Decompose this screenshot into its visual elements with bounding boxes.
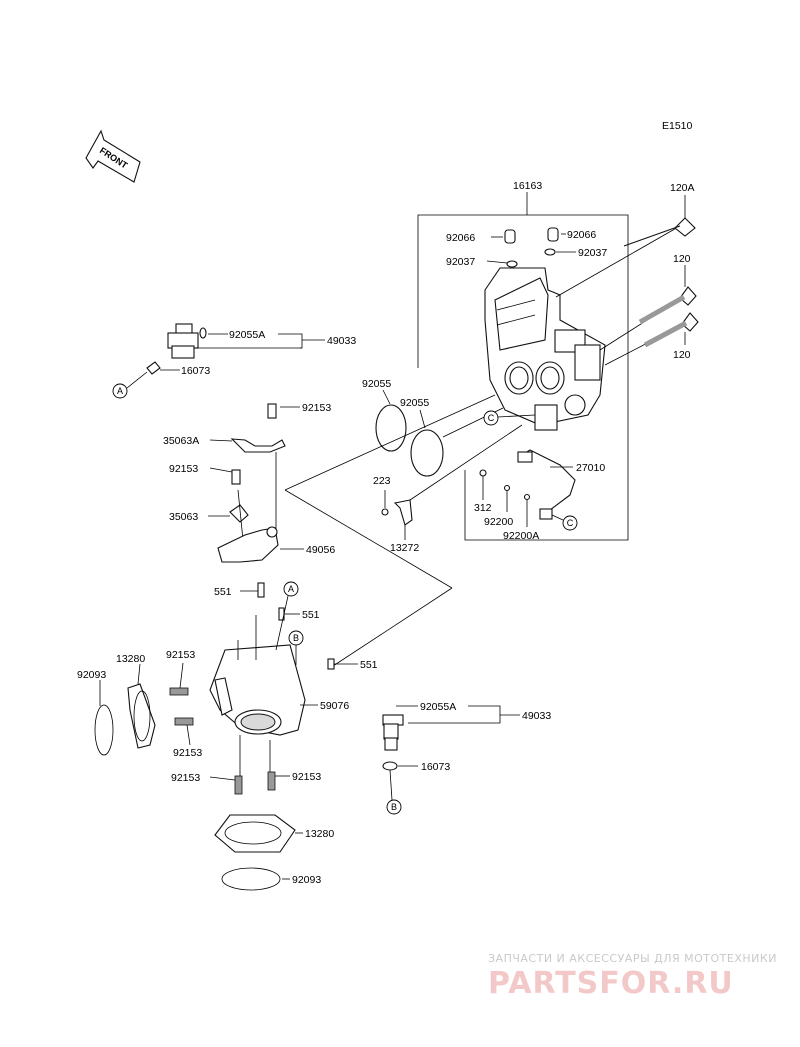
part-92153-f-label: 92153 xyxy=(292,771,321,783)
injector-bottom-icon xyxy=(382,714,404,771)
pin-551-c-icon xyxy=(327,658,335,670)
part-551-b-label: 551 xyxy=(302,609,320,621)
clip-13272-icon xyxy=(381,499,413,526)
part-551-a-label: 551 xyxy=(214,586,232,598)
cap-92066-left-icon xyxy=(504,229,516,244)
injector-top-icon xyxy=(146,323,207,375)
part-16163-label: 16163 xyxy=(513,180,542,192)
part-92055-inner-label: 92055 xyxy=(400,397,429,409)
part-92055A-bottom-label: 92055A xyxy=(420,701,456,713)
part-49033-bottom-label: 49033 xyxy=(522,710,551,722)
cap-92066-right-icon xyxy=(547,227,559,242)
part-16073-bottom-label: 16073 xyxy=(421,761,450,773)
ref-marker-A-left: A xyxy=(112,383,128,399)
part-13280-bottom-label: 13280 xyxy=(305,828,334,840)
part-92066-right-label: 92066 xyxy=(567,229,596,241)
part-92153-d-label: 92153 xyxy=(173,747,202,759)
part-223-label: 223 xyxy=(373,475,391,487)
oring-92055-outer-icon xyxy=(375,404,407,452)
part-27010-label: 27010 xyxy=(576,462,605,474)
part-551-c-label: 551 xyxy=(360,659,378,671)
part-92055-outer-label: 92055 xyxy=(362,378,391,390)
throttle-body-icon xyxy=(484,267,606,431)
bolt-120-top-icon xyxy=(599,286,697,351)
pipe-49056-icon xyxy=(217,526,279,563)
bolt-120-bottom-icon xyxy=(604,312,699,366)
svg-text:A: A xyxy=(117,386,123,396)
part-92200-label: 92200 xyxy=(484,516,513,528)
part-120-top-label: 120 xyxy=(673,253,691,265)
svg-text:B: B xyxy=(293,633,299,643)
ring-92093-left-icon xyxy=(94,704,114,756)
part-92055A-top-label: 92055A xyxy=(229,329,265,341)
ref-marker-A-mid: A xyxy=(283,581,299,597)
part-13272-label: 13272 xyxy=(390,542,419,554)
ref-marker-B-bottom: B xyxy=(386,799,402,815)
oring-92037-left-icon xyxy=(506,260,518,268)
ref-marker-C-mid: C xyxy=(483,410,499,426)
part-92037-right-label: 92037 xyxy=(578,247,607,259)
bracket-35063A-icon xyxy=(230,403,286,453)
part-16073-top-label: 16073 xyxy=(181,365,210,377)
part-49033-top-label: 49033 xyxy=(327,335,356,347)
svg-text:C: C xyxy=(488,413,495,423)
ring-92093-bottom-icon xyxy=(221,867,281,891)
screw-92153-d-icon xyxy=(174,717,194,726)
screw-92153-e-icon xyxy=(234,775,243,795)
part-92093-bottom-label: 92093 xyxy=(292,874,321,886)
svg-text:C: C xyxy=(567,518,574,528)
gasket-13280-left-icon xyxy=(127,683,156,749)
part-59076-label: 59076 xyxy=(320,700,349,712)
part-35063-label: 35063 xyxy=(169,511,198,523)
part-92153-a-label: 92153 xyxy=(302,402,331,414)
ref-marker-B-mid: B xyxy=(288,630,304,646)
watermark-logo: PARTSFOR.RU xyxy=(488,966,734,1001)
part-92037-left-label: 92037 xyxy=(446,256,475,268)
front-arrow-icon: FRONT xyxy=(85,129,141,183)
watermark-tagline: ЗАПЧАСТИ И АКСЕССУАРЫ ДЛЯ МОТОТЕХНИКИ xyxy=(488,952,777,965)
oring-92055-inner-icon xyxy=(410,429,444,477)
part-92153-c-label: 92153 xyxy=(166,649,195,661)
part-312-label: 312 xyxy=(474,502,492,514)
sensor-27010-icon xyxy=(479,449,576,520)
intake-manifold-59076-icon xyxy=(209,615,306,736)
oring-92037-right-icon xyxy=(544,248,556,256)
part-92093-left-label: 92093 xyxy=(77,669,106,681)
svg-text:B: B xyxy=(391,802,397,812)
part-92066-left-label: 92066 xyxy=(446,232,475,244)
bolt-120A-icon xyxy=(555,217,696,298)
screw-92153-c-icon xyxy=(169,687,189,696)
part-92200A-label: 92200A xyxy=(503,530,539,542)
part-35063A-label: 35063A xyxy=(163,435,199,447)
svg-text:A: A xyxy=(288,584,294,594)
part-92153-e-label: 92153 xyxy=(171,772,200,784)
part-13280-left-label: 13280 xyxy=(116,653,145,665)
pin-551-a-icon xyxy=(257,582,265,598)
part-92153-b-label: 92153 xyxy=(169,463,198,475)
gasket-13280-bottom-icon xyxy=(214,814,296,853)
part-120A-label: 120A xyxy=(670,182,695,194)
part-120-bottom-label: 120 xyxy=(673,349,691,361)
ref-marker-C-right: C xyxy=(562,515,578,531)
diagram-code: E1510 xyxy=(662,120,693,132)
part-49056-label: 49056 xyxy=(306,544,335,556)
bracket-35063-icon xyxy=(229,469,249,541)
throttle-body-bracket xyxy=(417,192,629,541)
screw-92153-f-icon xyxy=(267,771,276,791)
